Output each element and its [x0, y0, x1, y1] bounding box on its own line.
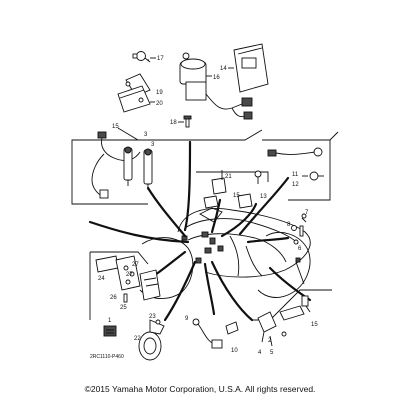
callout-14: 14 [220, 66, 227, 72]
callout-17: 17 [157, 56, 164, 62]
handlebar-switch [257, 305, 305, 347]
callout-5: 5 [270, 350, 274, 356]
callout-20: 20 [156, 101, 163, 107]
callout-21: 21 [225, 174, 232, 180]
ignition-key [132, 51, 151, 63]
bracket-lines [71, 127, 339, 321]
callout-11: 11 [292, 172, 299, 178]
switch-bracket [117, 73, 151, 113]
front-wheel [257, 232, 311, 298]
relay-group [203, 170, 262, 209]
callout-2: 2 [268, 338, 272, 344]
callout-15-right: 15 [311, 322, 318, 328]
callout-4: 4 [258, 350, 262, 356]
callout-numbers: 17 16 14 20 19 18 15 3 3 21 15 13 11 12 … [98, 56, 318, 356]
copyright-text: ©2015 Yamaha Motor Corporation, U.S.A. A… [84, 384, 316, 394]
callout-3-a: 3 [144, 132, 148, 138]
ignition-coil-assembly [91, 131, 153, 199]
callout-22: 22 [134, 336, 141, 342]
callout-15-coil: 15 [112, 124, 119, 130]
callout-6: 6 [298, 246, 302, 252]
horn [138, 319, 165, 361]
callout-19: 19 [156, 90, 163, 96]
small-connector-1 [103, 325, 117, 337]
main-switch [179, 52, 253, 120]
callout-9: 9 [185, 316, 189, 322]
small-fasteners [291, 213, 307, 245]
diagram-code: 2RC1110-P460 [90, 354, 124, 360]
o2-sensor [192, 318, 239, 349]
callout-27-a: 27 [132, 262, 139, 268]
callout-25: 25 [120, 305, 127, 311]
callout-12: 12 [292, 182, 299, 188]
callout-3-b: 3 [151, 142, 155, 148]
leader-lines [88, 140, 312, 322]
ecu-unit [233, 43, 269, 93]
callout-26: 26 [110, 295, 117, 301]
cable-tie [295, 257, 305, 285]
callout-8: 8 [287, 222, 291, 228]
callout-23: 23 [149, 314, 156, 320]
speed-sensor-assembly [267, 147, 324, 181]
callout-1: 1 [108, 318, 112, 324]
callout-27-b: 27 [126, 272, 133, 278]
callout-24: 24 [98, 276, 105, 282]
callout-13: 13 [260, 194, 267, 200]
regulator-assembly [95, 255, 161, 303]
center-connectors [181, 231, 224, 264]
callout-16: 16 [213, 75, 220, 81]
bolt-18 [183, 115, 192, 128]
callout-18: 18 [170, 120, 177, 126]
right-connector [301, 295, 311, 313]
callout-7: 7 [305, 210, 309, 216]
callout-10: 10 [231, 348, 238, 354]
frame-outline [177, 207, 311, 278]
callout-15-relay: 15 [233, 193, 240, 199]
